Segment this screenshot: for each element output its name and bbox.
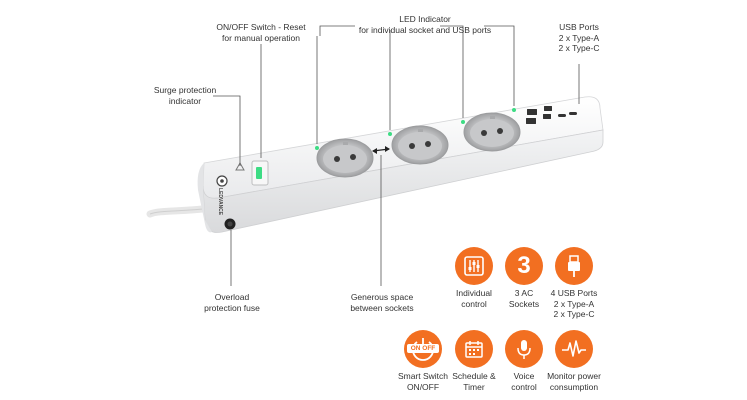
- caption-line: 2 x Type-C: [553, 309, 595, 319]
- power-on-off-icon: ON OFF: [404, 330, 442, 368]
- socket-spacing-label: Generous space between sockets: [346, 292, 418, 313]
- caption-line: Timer: [463, 381, 485, 392]
- usb-label-line3: 2 x Type-C: [558, 43, 600, 53]
- feature-3-sockets: 3 3 AC Sockets: [494, 247, 554, 309]
- led-label-line2: for individual socket and USB ports: [358, 24, 492, 35]
- usb-plug-icon: [555, 247, 593, 285]
- feature-caption: Voice control: [494, 371, 554, 392]
- feature-caption: Schedule & Timer: [444, 371, 504, 392]
- caption-line: Sockets: [508, 298, 540, 309]
- led-label-line1: LED Indicator: [399, 14, 451, 24]
- overload-fuse-label: Overload protection fuse: [196, 292, 268, 313]
- feature-caption: Monitor power consumption: [544, 371, 604, 392]
- spacing-label-line1: Generous space: [350, 292, 414, 302]
- ac-socket-1: [316, 138, 374, 178]
- feature-individual-control: Individual control: [444, 247, 504, 309]
- caption-line: Monitor power: [547, 371, 601, 381]
- feature-caption: 3 AC Sockets: [494, 288, 554, 309]
- sliders-icon: [455, 247, 493, 285]
- surge-protection-label: Surge protection indicator: [152, 85, 218, 106]
- overload-label-line2: protection fuse: [204, 302, 260, 313]
- led-usb: [512, 108, 516, 112]
- led-indicator-label: LED Indicator for individual socket and …: [355, 14, 495, 35]
- spacing-arrow-icon: [372, 146, 390, 154]
- caption-line: 3 AC: [514, 288, 534, 298]
- brand-text: LEDVANCE: [217, 188, 223, 216]
- pulse-icon: [555, 330, 593, 368]
- caption-line: Smart Switch: [397, 371, 449, 381]
- usb-label-line2: 2 x Type-A: [558, 32, 600, 43]
- on-off-badge: ON OFF: [407, 344, 439, 353]
- led-socket-3: [461, 120, 465, 124]
- caption-line: control: [511, 381, 537, 392]
- ac-socket-2: [391, 125, 449, 165]
- caption-line: ON/OFF: [406, 381, 440, 392]
- usb-ports-label: USB Ports 2 x Type-A 2 x Type-C: [540, 22, 618, 54]
- led-socket-2: [388, 132, 392, 136]
- feature-caption: Smart Switch ON/OFF: [393, 371, 453, 392]
- caption-line: Individual: [456, 288, 492, 298]
- caption-line: Voice: [513, 371, 535, 381]
- caption-line: consumption: [549, 381, 599, 392]
- caption-line: 2 x Type-A: [553, 298, 595, 309]
- caption-line: 4 USB Ports: [550, 288, 598, 298]
- on-off-label-line2: for manual operation: [222, 32, 300, 43]
- led-socket-1: [315, 146, 319, 150]
- feature-voice-control: Voice control: [494, 330, 554, 392]
- on-off-label-line1: ON/OFF Switch - Reset: [216, 22, 306, 32]
- overload-label-line1: Overload: [214, 292, 250, 302]
- feature-caption: Individual control: [444, 288, 504, 309]
- number-3-icon: 3: [505, 247, 543, 285]
- ac-socket-3: [463, 112, 521, 152]
- surge-label-line1: Surge protection: [153, 85, 217, 95]
- on-off-switch-label: ON/OFF Switch - Reset for manual operati…: [206, 22, 316, 43]
- surge-label-line2: indicator: [168, 95, 202, 106]
- feature-power-monitoring: Monitor power consumption: [544, 330, 604, 392]
- calendar-icon: [455, 330, 493, 368]
- feature-smart-switch: ON OFF Smart Switch ON/OFF: [393, 330, 453, 392]
- spacing-label-line2: between sockets: [350, 302, 414, 313]
- leader-lines: [213, 25, 580, 286]
- feature-caption: 4 USB Ports 2 x Type-A 2 x Type-C: [544, 288, 604, 320]
- usb-label-line1: USB Ports: [559, 22, 599, 32]
- caption-line: control: [461, 298, 487, 309]
- sockets-count: 3: [517, 252, 531, 279]
- caption-line: Schedule &: [452, 371, 496, 381]
- usb-ports: [526, 106, 577, 124]
- feature-usb-ports: 4 USB Ports 2 x Type-A 2 x Type-C: [544, 247, 604, 320]
- feature-schedule-timer: Schedule & Timer: [444, 330, 504, 392]
- microphone-icon: [505, 330, 543, 368]
- surge-indicator-icon: [235, 161, 245, 171]
